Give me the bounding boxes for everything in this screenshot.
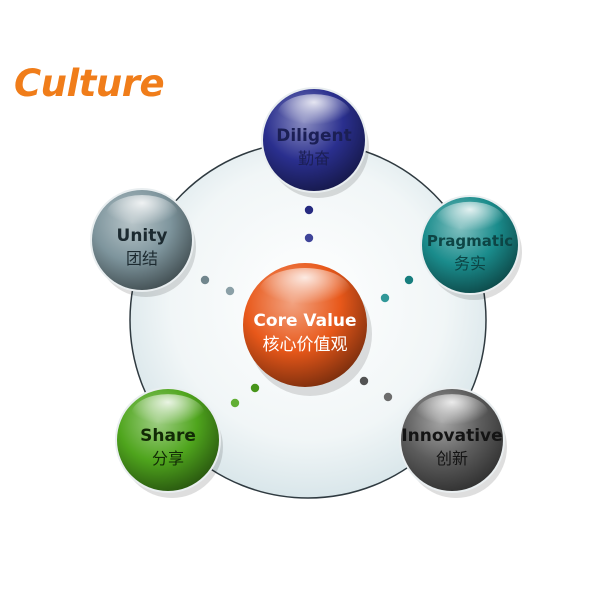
value-node-unity: Unity 团结 [90,188,196,297]
connector-dot [230,398,240,408]
pragmatic-label-zh: 务实 [454,254,486,273]
unity-label-zh: 团结 [126,249,158,268]
value-node-diligent: Diligent 勤奋 [261,87,369,198]
connector-dot [225,286,235,296]
core-value-node: Core Value 核心价值观 [243,263,372,396]
connector-dot [380,293,390,303]
page-title: Culture [14,62,165,105]
connector-dot [404,275,414,285]
value-node-innovative: Innovative 创新 [399,387,507,498]
pragmatic-label: Pragmatic [427,232,513,250]
connector-dot [200,275,210,285]
core-value-label: Core Value [253,311,356,331]
connector-dot [304,205,314,215]
connector-dot [359,376,369,386]
connector-dot [250,383,260,393]
value-node-pragmatic: Pragmatic 务实 [420,195,522,300]
connector-dot [304,233,314,243]
unity-label: Unity [117,226,168,246]
connector-dots [200,205,414,408]
connector-dot [383,392,393,402]
share-label-zh: 分享 [152,449,184,468]
innovative-label-zh: 创新 [436,449,468,468]
diligent-label: Diligent [276,126,352,146]
core-value-label-zh: 核心价值观 [263,335,348,355]
diligent-label-zh: 勤奋 [298,149,330,168]
share-label: Share [140,426,196,446]
innovative-label: Innovative [401,426,502,446]
value-node-share: Share 分享 [115,387,223,498]
